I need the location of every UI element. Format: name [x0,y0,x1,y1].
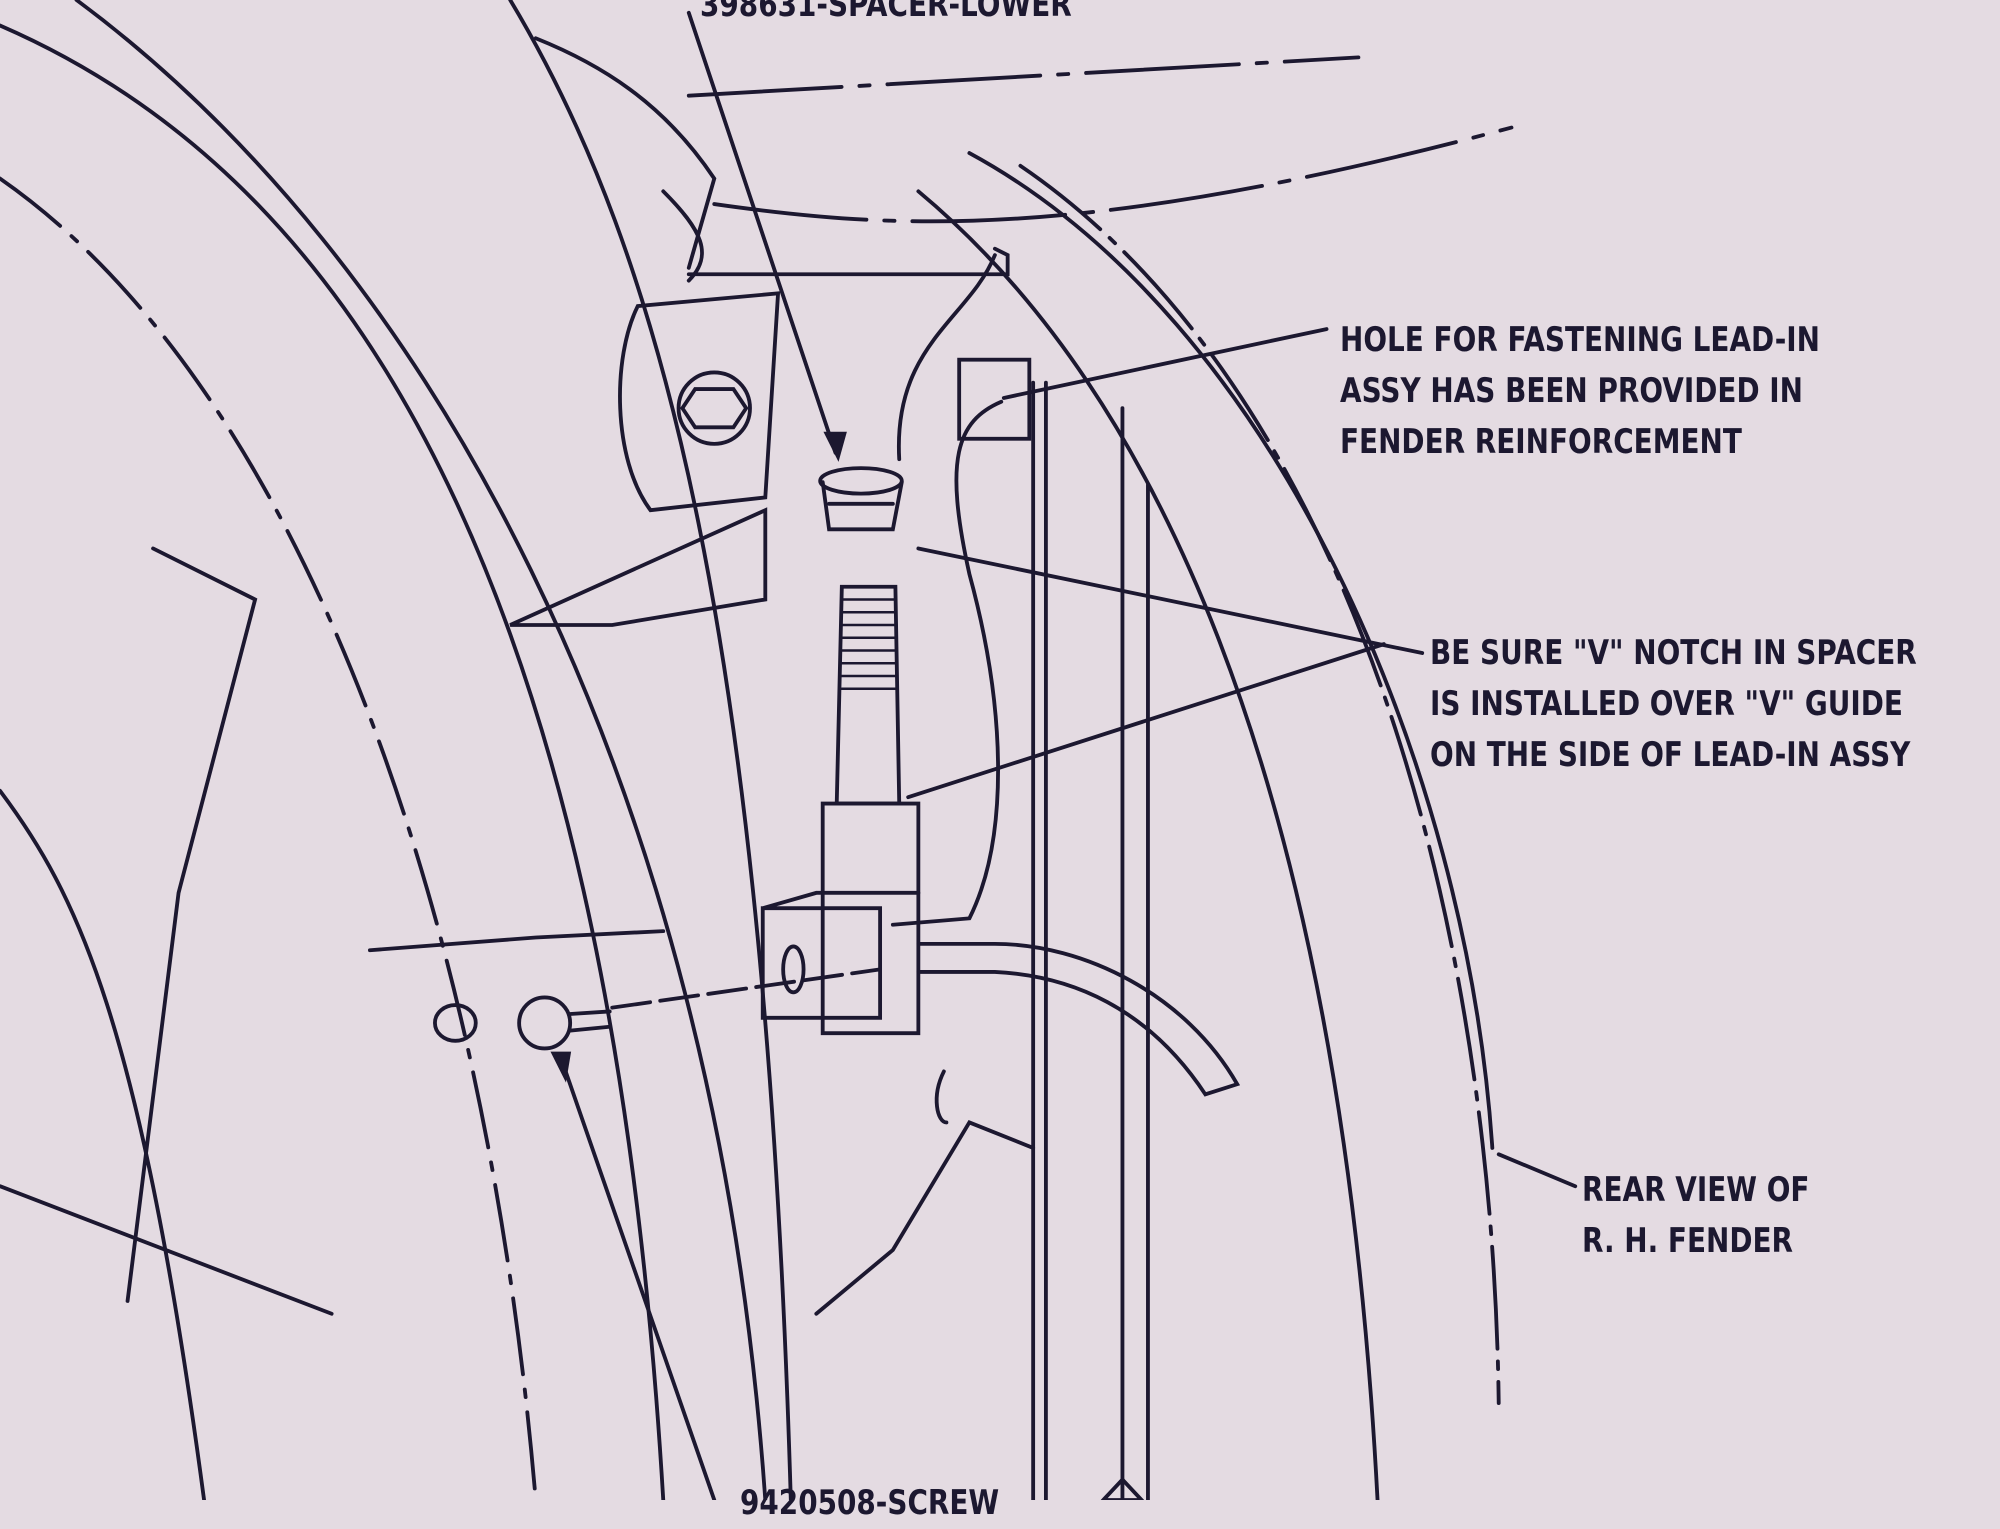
spacer-part-number: 398631-SPACER-LOWER [700,0,1072,25]
leader-notch-2 [906,642,1386,800]
fender-right-arc-2 [1018,163,1501,1405]
leader-screw [559,1056,717,1500]
note-line: BE SURE "V" NOTCH IN SPACER [1430,633,1917,673]
leader-hole [1001,327,1329,400]
note-line: ASSY HAS BEEN PROVIDED IN [1340,371,1804,411]
note-line: FENDER REINFORCEMENT [1340,422,1742,462]
fender-outer-arc [0,23,666,1500]
note-line: HOLE FOR FASTENING LEAD-IN [1340,320,1820,360]
screw-part-number: 9420508-SCREW [740,1483,1000,1523]
leader-notch-1 [916,546,1425,655]
fender-arc-2 [0,176,538,1500]
note-line: R. H. FENDER [1582,1221,1793,1261]
spacer-label: 398631-SPACER-LOWER [700,0,1072,31]
hole-note: HOLE FOR FASTENING LEAD-IN ASSY HAS BEEN… [1340,315,1820,468]
fender-right-arc-1 [967,151,1495,1150]
leader-spacer [686,10,838,455]
notch-note: BE SURE "V" NOTCH IN SPACER IS INSTALLED… [1430,628,1917,781]
leader-rear-view [1496,1152,1578,1189]
screw-label: 9420508-SCREW [740,1478,999,1529]
note-line: REAR VIEW OF [1582,1170,1810,1210]
note-line: IS INSTALLED OVER "V" GUIDE [1430,684,1903,724]
note-line: ON THE SIDE OF LEAD-IN ASSY [1430,735,1911,775]
fender-arc-3 [74,0,768,1500]
rear-view-note: REAR VIEW OF R. H. FENDER [1582,1165,1809,1267]
fender-right-arc-3 [916,189,1380,1500]
